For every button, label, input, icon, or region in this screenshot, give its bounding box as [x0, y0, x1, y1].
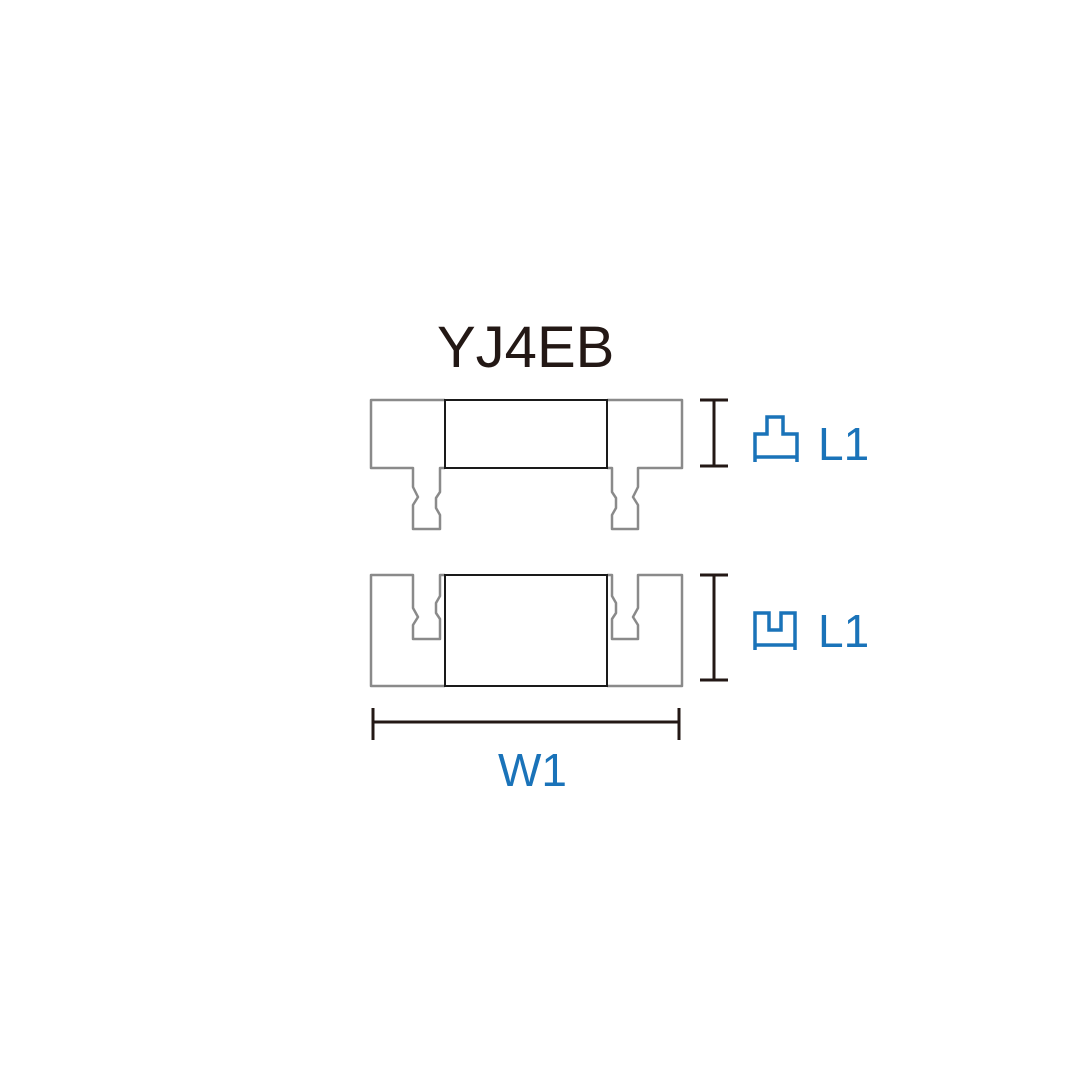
model-title: YJ4EB: [437, 315, 614, 380]
top-height-label: L1: [818, 418, 869, 470]
bottom-block-female: [369, 573, 684, 688]
dimension-bottom-l1: [700, 573, 728, 682]
bottom-height-label: L1: [818, 605, 869, 657]
width-label: W1: [498, 744, 567, 796]
top-block-male: [369, 398, 684, 531]
protruding-rail-profile-icon: [753, 415, 799, 462]
dimension-w1: [371, 708, 681, 740]
grooved-rail-profile-icon: [753, 611, 797, 650]
dimension-top-l1: [700, 398, 728, 468]
